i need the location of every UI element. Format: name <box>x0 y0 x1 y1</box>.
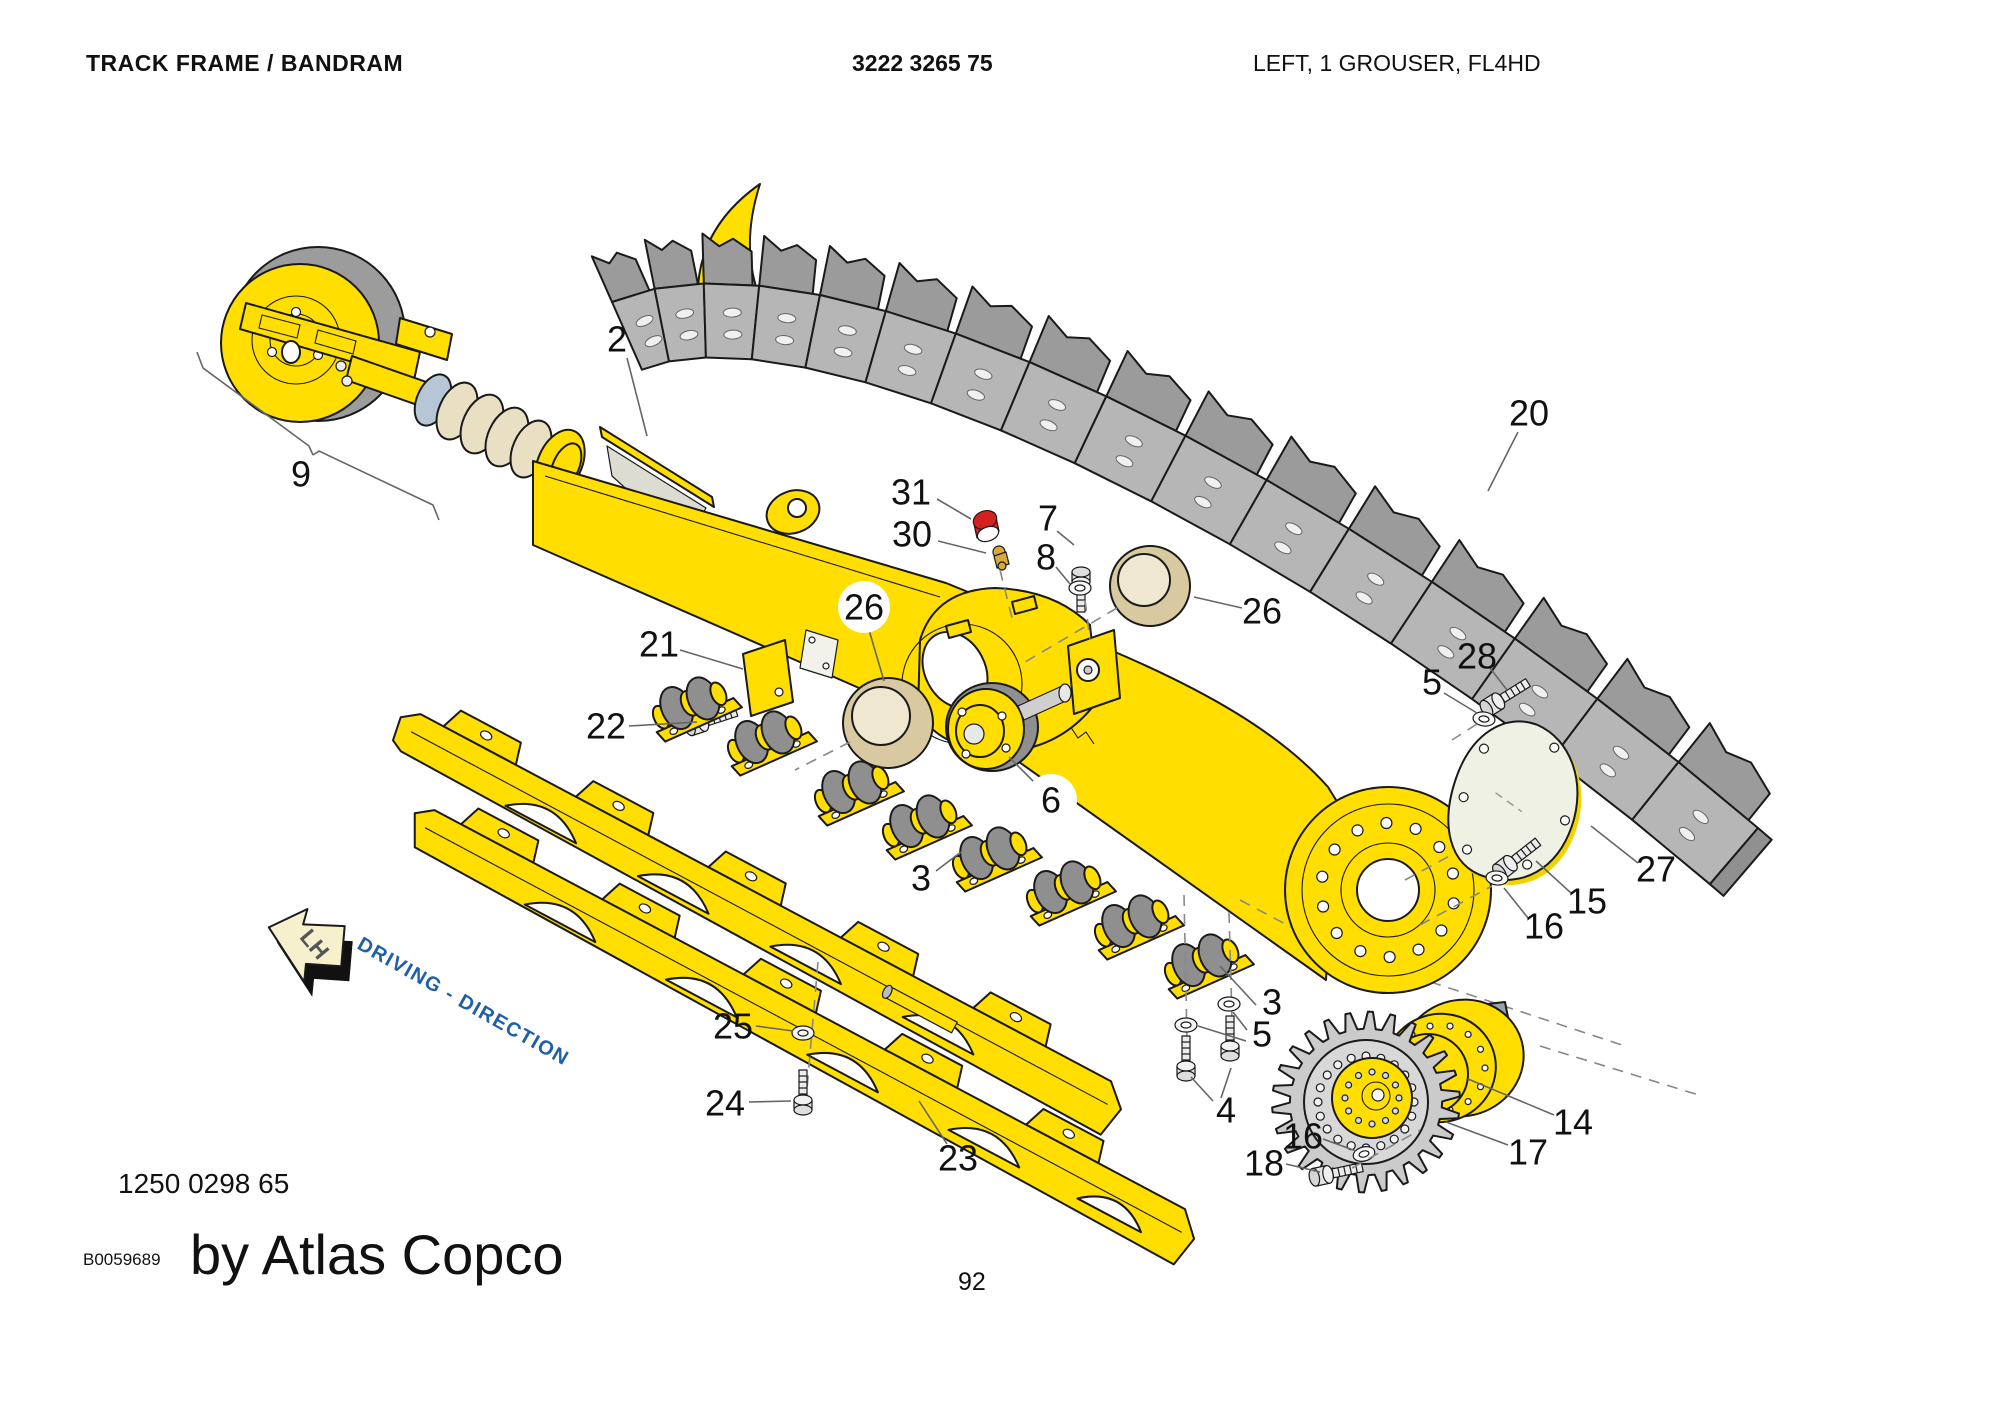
svg-text:21: 21 <box>639 624 679 665</box>
brand-line: by Atlas Copco <box>190 1223 564 1286</box>
svg-text:5: 5 <box>1252 1014 1272 1055</box>
washer-25 <box>791 1025 815 1041</box>
shim-plate-21 <box>742 639 794 717</box>
callout-21: 21 <box>639 624 744 670</box>
svg-text:28: 28 <box>1457 636 1497 677</box>
svg-text:4: 4 <box>1216 1090 1236 1131</box>
svg-text:3: 3 <box>1262 982 1282 1023</box>
bolt-24 <box>793 1069 813 1116</box>
washer-8 <box>1068 580 1092 596</box>
callout-18: 18 <box>1244 1143 1321 1184</box>
svg-text:16: 16 <box>1524 906 1564 947</box>
svg-text:20: 20 <box>1509 393 1549 434</box>
figure-id: B0059689 <box>83 1250 161 1269</box>
track-band <box>590 183 1773 897</box>
callout-3: 3 <box>1219 965 1282 1023</box>
callout-5: 5 <box>1422 662 1478 714</box>
svg-text:26: 26 <box>844 587 884 628</box>
callout-4: 4 <box>1190 1067 1236 1131</box>
callout-15: 15 <box>1535 860 1607 922</box>
callout-26: 26 <box>838 581 890 682</box>
svg-text:15: 15 <box>1567 881 1607 922</box>
callout-8: 8 <box>1036 537 1071 585</box>
callout-22: 22 <box>586 706 698 747</box>
svg-text:3: 3 <box>911 858 931 899</box>
callout-9: 9 <box>291 454 311 495</box>
svg-text:9: 9 <box>291 454 311 495</box>
svg-text:27: 27 <box>1636 849 1676 890</box>
driving-direction-label: DRIVING - DIRECTION <box>354 933 573 1070</box>
lh-arrow-icon <box>267 907 346 983</box>
callout-25: 25 <box>713 1006 794 1047</box>
callout-20: 20 <box>1487 393 1549 492</box>
callout-30: 30 <box>892 514 987 555</box>
svg-text:18: 18 <box>1244 1143 1284 1184</box>
callout-28: 28 <box>1457 636 1508 691</box>
svg-text:22: 22 <box>586 706 626 747</box>
driving-direction: LH DRIVING - DIRECTION <box>267 907 573 1070</box>
washer-5a <box>1174 1017 1198 1033</box>
svg-text:23: 23 <box>938 1138 978 1179</box>
svg-text:6: 6 <box>1041 780 1061 821</box>
svg-text:7: 7 <box>1038 498 1058 539</box>
svg-text:8: 8 <box>1036 537 1056 578</box>
svg-text:16: 16 <box>1283 1116 1323 1157</box>
svg-text:14: 14 <box>1553 1102 1593 1143</box>
idler-assembly <box>196 246 653 521</box>
bolt-4a <box>1176 1035 1196 1082</box>
svg-text:26: 26 <box>1242 591 1282 632</box>
callout-14: 14 <box>1467 1078 1593 1143</box>
callout-27: 27 <box>1590 825 1676 890</box>
svg-text:5: 5 <box>1422 662 1442 703</box>
final-drive <box>1239 899 1703 1194</box>
callout-17: 17 <box>1445 1121 1548 1173</box>
callout-3: 3 <box>911 851 962 899</box>
assembly-part-number: 3222 3265 75 <box>852 50 993 76</box>
mounting-hardware <box>791 894 1241 1116</box>
callout-2: 2 <box>607 319 648 437</box>
callout-24: 24 <box>705 1083 792 1124</box>
document-number: 1250 0298 65 <box>118 1168 290 1199</box>
callout-6: 6 <box>1008 756 1077 826</box>
svg-text:31: 31 <box>891 472 931 513</box>
svg-text:2: 2 <box>607 319 627 360</box>
callout-23: 23 <box>918 1100 978 1179</box>
washer-5b <box>1217 996 1241 1012</box>
grease-fitting <box>992 545 1010 571</box>
page-title: TRACK FRAME / BANDRAM <box>86 50 404 76</box>
pivot-housing <box>681 509 1191 772</box>
callout-16: 16 <box>1283 1116 1357 1157</box>
page-number: 92 <box>958 1268 986 1296</box>
callout-26: 26 <box>1193 591 1282 632</box>
variant-label: LEFT, 1 GROUSER, FL4HD <box>1253 50 1541 76</box>
callout-16: 16 <box>1503 887 1564 947</box>
svg-text:30: 30 <box>892 514 932 555</box>
grease-cap <box>972 509 1000 543</box>
frame-eye <box>1284 674 1582 994</box>
svg-text:17: 17 <box>1508 1132 1548 1173</box>
svg-text:25: 25 <box>713 1006 753 1047</box>
callout-31: 31 <box>891 472 972 520</box>
svg-text:24: 24 <box>705 1083 745 1124</box>
callout-5: 5 <box>1197 1011 1272 1055</box>
callout-7: 7 <box>1038 498 1075 546</box>
cover-plate <box>1447 720 1582 885</box>
